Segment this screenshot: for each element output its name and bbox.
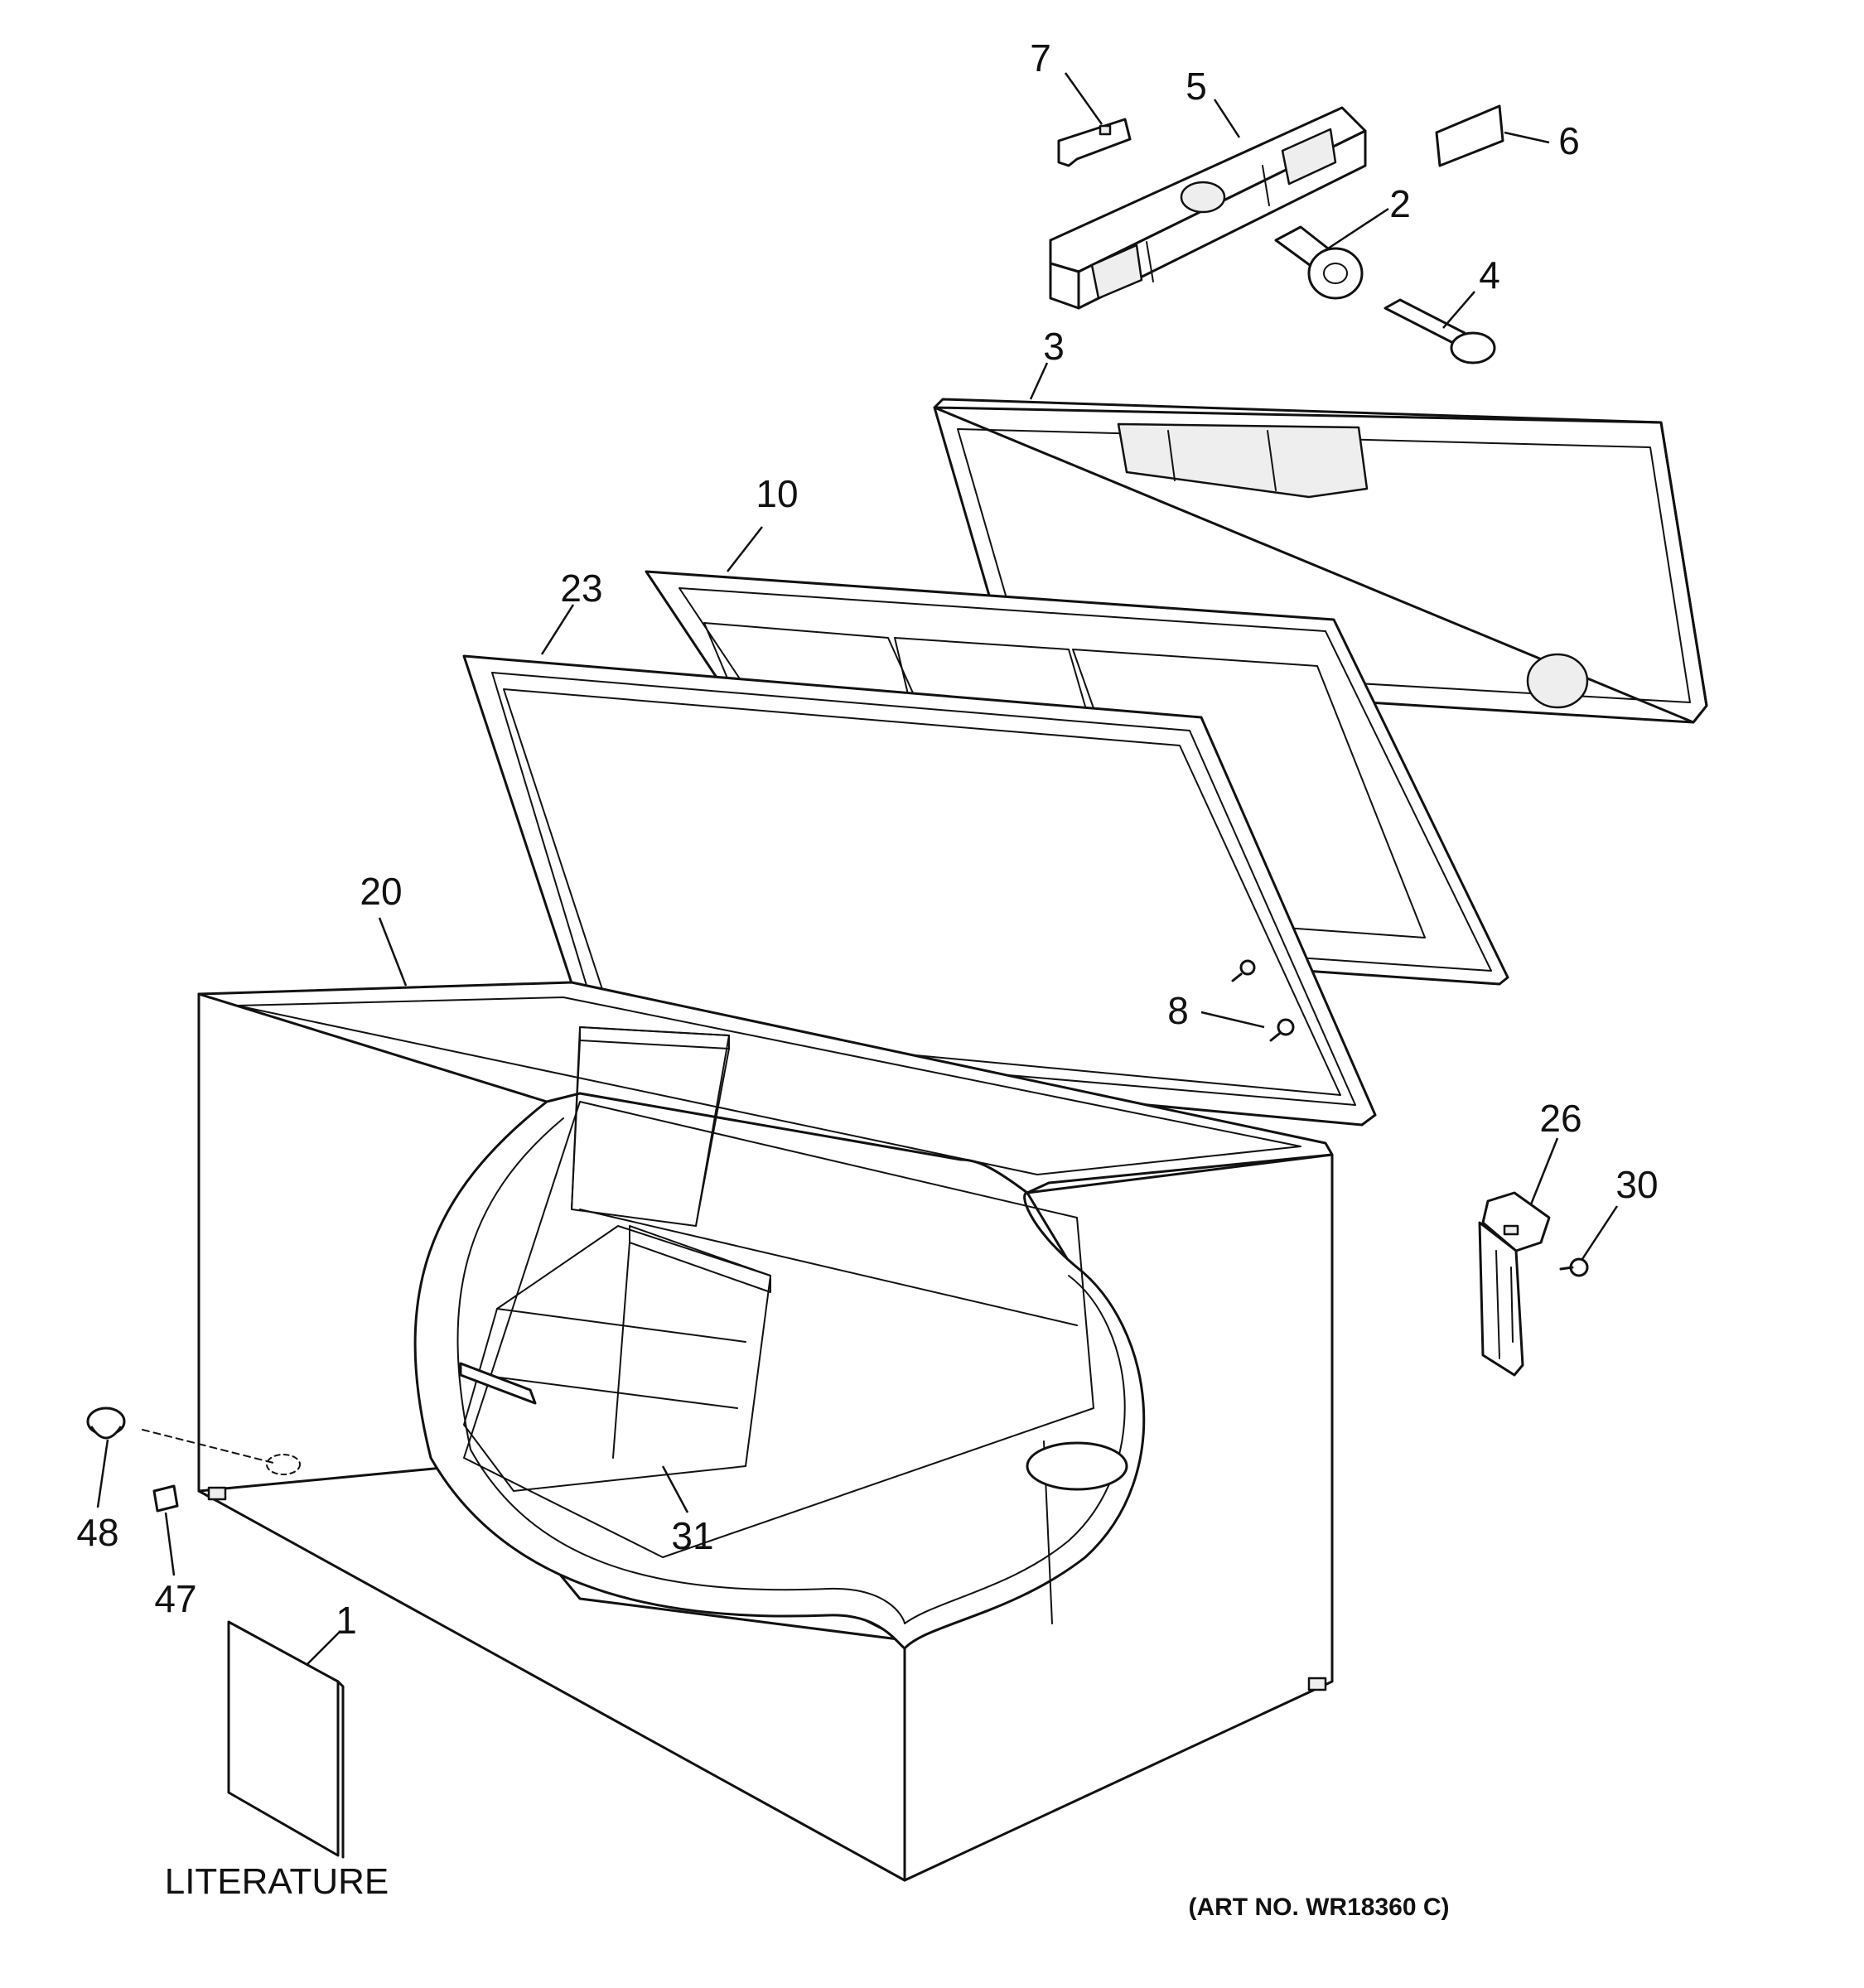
lid-clip	[1057, 118, 1132, 167]
callout-1: 1	[336, 1599, 357, 1642]
callouts: 7 5 6 2 4 3 10 23 20 8 26 30 31 48 47 1	[76, 36, 1658, 1642]
callout-26: 26	[1539, 1097, 1582, 1140]
handle-label	[1435, 104, 1504, 167]
callout-30: 30	[1615, 1163, 1658, 1206]
screw-icon	[1269, 1018, 1295, 1042]
callout-4: 4	[1479, 253, 1500, 297]
callout-7: 7	[1030, 36, 1051, 80]
lid-hinge	[1478, 1191, 1551, 1377]
callout-23: 23	[560, 567, 602, 610]
callout-3: 3	[1043, 325, 1065, 368]
callout-10: 10	[756, 472, 798, 515]
callout-48: 48	[76, 1511, 118, 1554]
callout-8: 8	[1167, 989, 1189, 1032]
callout-6: 6	[1558, 119, 1580, 162]
drain-plug	[86, 1407, 301, 1475]
callout-31: 31	[671, 1514, 713, 1557]
lid-handle-bracket	[1049, 106, 1367, 310]
callout-2: 2	[1389, 182, 1411, 225]
cabinet-cap	[152, 1484, 179, 1513]
wire-baskets	[459, 1026, 771, 1492]
lock-key	[1384, 298, 1496, 364]
leader-lines	[96, 72, 1619, 1666]
hinge-screw	[1559, 1257, 1589, 1277]
callout-20: 20	[360, 870, 402, 913]
liner-screws	[1231, 959, 1295, 1042]
callout-5: 5	[1186, 65, 1207, 108]
art-number: (ART NO. WR18360 C)	[1188, 1894, 1449, 1921]
screw-icon	[1231, 959, 1256, 982]
literature-booklet	[227, 1620, 345, 1859]
literature-label: LITERATURE	[165, 1861, 389, 1902]
freezer-cabinet	[197, 981, 1334, 1882]
callout-47: 47	[154, 1577, 196, 1620]
lock-cylinder	[1274, 225, 1364, 300]
